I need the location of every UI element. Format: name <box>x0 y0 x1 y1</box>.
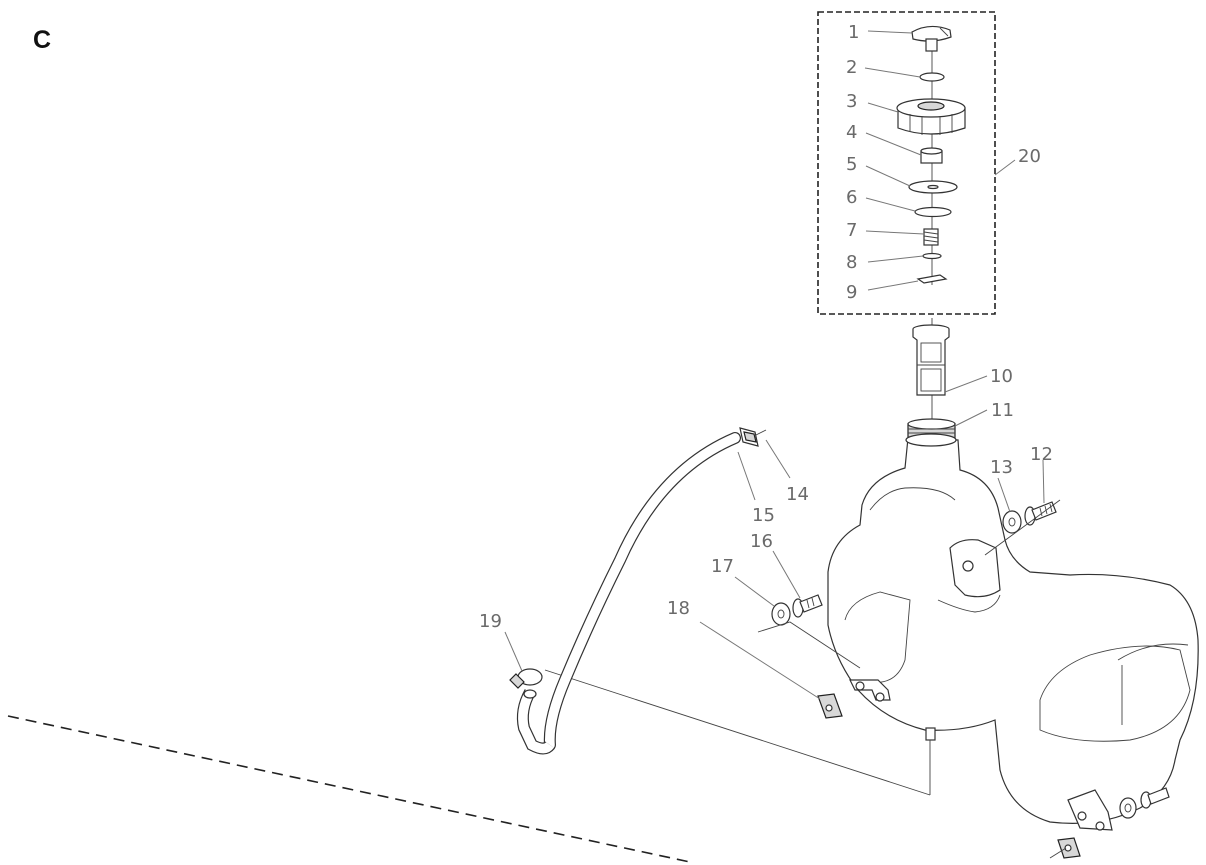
callout-11: 11 <box>991 400 1014 421</box>
part-10-strainer <box>912 324 950 396</box>
part-12-axis <box>984 499 1061 556</box>
callout-leaders <box>504 30 1045 700</box>
callout-20: 20 <box>1018 146 1041 167</box>
callout-18: 18 <box>667 598 690 619</box>
part-18-clip-nut <box>817 693 843 719</box>
section-letter: C <box>33 26 52 54</box>
part-2-washer <box>919 72 945 82</box>
fuel-tank <box>827 433 1199 824</box>
callout-6: 6 <box>846 187 857 208</box>
lower-right-bolt <box>1140 787 1170 809</box>
callout-10: 10 <box>990 366 1013 387</box>
callout-1: 1 <box>848 22 859 43</box>
part-1-cap-knob <box>911 25 952 52</box>
callout-12: 12 <box>1030 444 1053 465</box>
part-8-washer <box>922 252 942 260</box>
callout-16: 16 <box>750 531 773 552</box>
callout-7: 7 <box>846 220 857 241</box>
part-5-flat-washer <box>908 180 958 194</box>
callout-13: 13 <box>990 457 1013 478</box>
cap-assembly-box <box>817 11 996 315</box>
part-9-plate <box>916 274 948 284</box>
callout-3: 3 <box>846 91 857 112</box>
part-19-hose-clamp <box>509 668 543 699</box>
callout-5: 5 <box>846 154 857 175</box>
part-3-cap-body <box>896 98 966 135</box>
lower-right-mount-bracket <box>1067 789 1113 831</box>
part-17-axis <box>757 621 861 669</box>
part-16-bolt <box>792 594 823 618</box>
callout-9: 9 <box>846 282 857 303</box>
lower-left-mount-tabs <box>849 679 891 702</box>
part-7-spring <box>923 228 939 246</box>
callout-4: 4 <box>846 122 857 143</box>
callout-14: 14 <box>786 484 809 505</box>
part-17-washer <box>771 602 791 626</box>
callout-15: 15 <box>752 505 775 526</box>
part-12-bolt <box>1024 501 1057 526</box>
callout-2: 2 <box>846 57 857 78</box>
part-4-spacer <box>920 147 943 164</box>
part-17-washer-hole <box>777 609 785 619</box>
dashed-reference-line <box>7 715 691 863</box>
part-15-breather-hose <box>516 432 741 755</box>
lower-right-washer <box>1119 797 1137 819</box>
part-13-washer-hole <box>1008 517 1016 527</box>
part-14-hose-clamp <box>739 427 767 447</box>
tank-drain-stem <box>925 727 936 795</box>
upper-mount-bracket <box>949 539 1001 598</box>
lower-right-clip-nut <box>1057 837 1081 859</box>
callout-17: 17 <box>711 556 734 577</box>
lower-right-nut-leader <box>1049 847 1067 859</box>
hose-routing-line <box>544 669 931 796</box>
part-6-gasket <box>914 206 952 218</box>
callout-19: 19 <box>479 611 502 632</box>
part-13-washer <box>1002 510 1022 534</box>
callout-8: 8 <box>846 252 857 273</box>
